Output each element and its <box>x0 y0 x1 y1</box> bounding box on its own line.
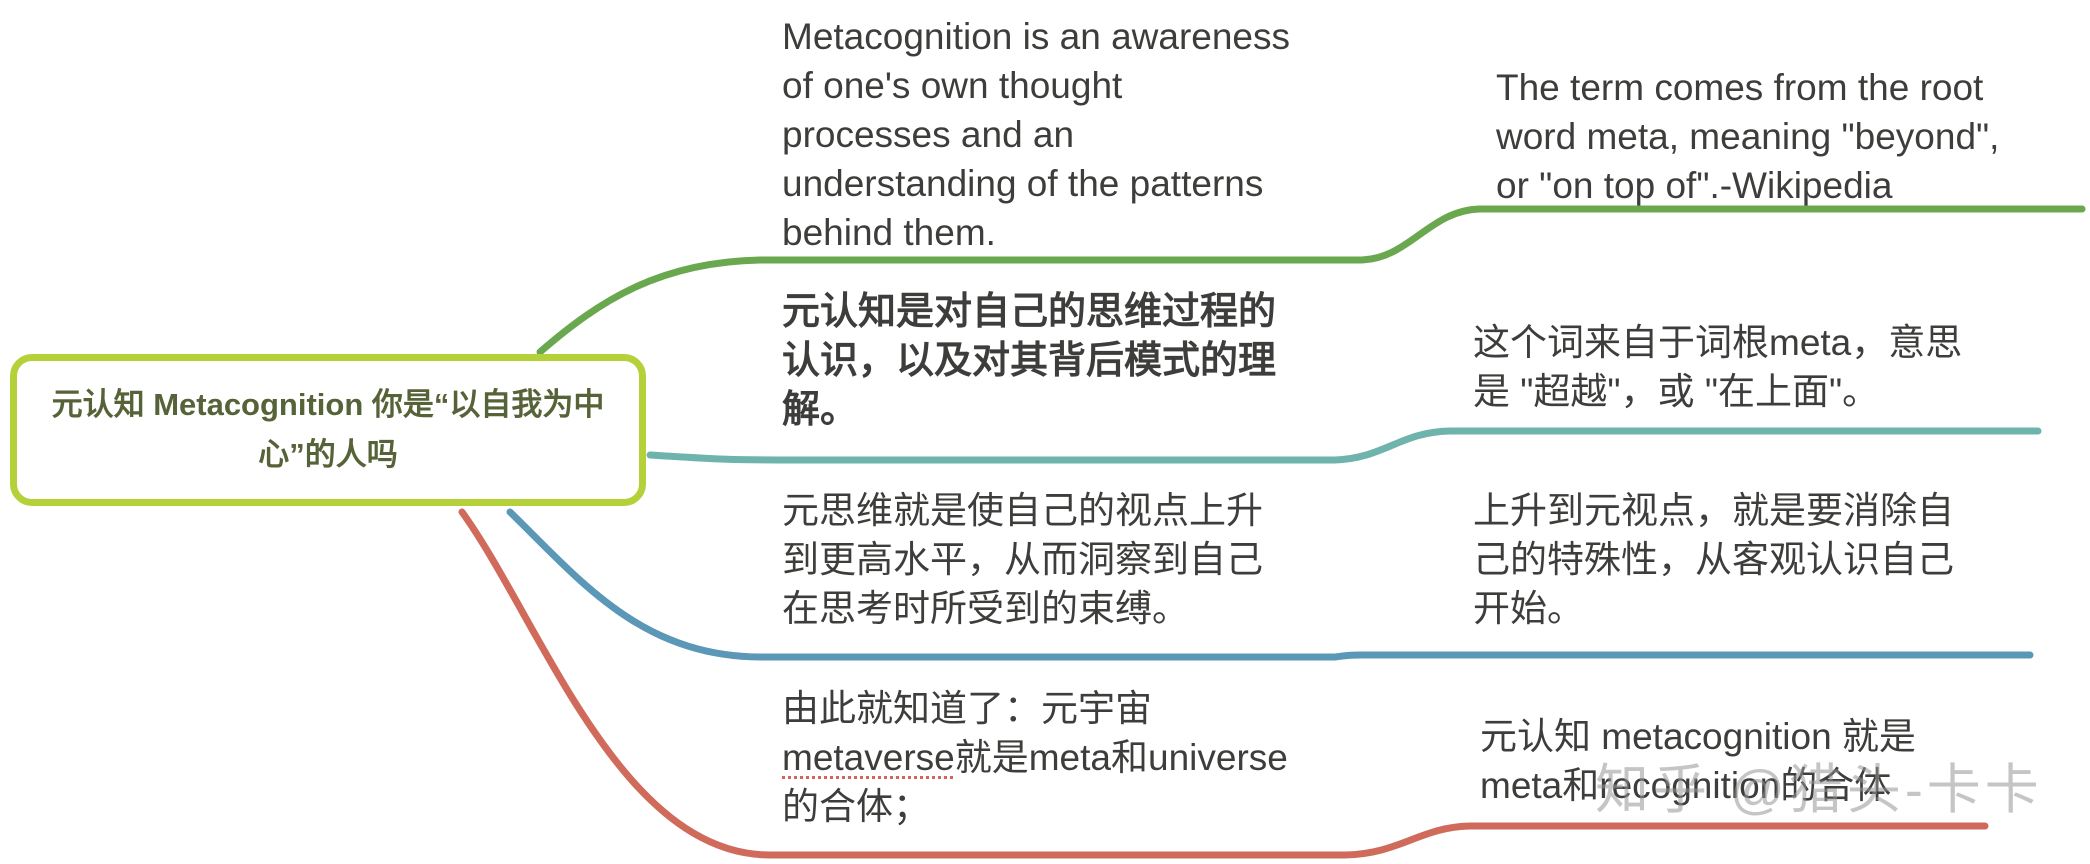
subtopic-term-origin-zh[interactable]: 这个词来自于词根meta，意思 是 "超越"，或 "在上面"。 <box>1473 322 1963 412</box>
metaverse-text-1: 由此就知道了：元宇宙 <box>782 688 1152 729</box>
watermark: 知乎 @猎头-卡卡 <box>1595 760 2043 820</box>
subtopic-metacognition-compound[interactable]: 元认知 metacognition 就是 meta和recognition的合体 <box>1480 716 1916 806</box>
branch-line-3 <box>506 508 2034 661</box>
subtopic-meta-viewpoint[interactable]: 上升到元视点，就是要消除自 己的特殊性，从客观认识自己 开始。 <box>1473 490 1954 629</box>
topic-metacognition-definition-en[interactable]: Metacognition is an awareness of one's o… <box>782 16 1291 253</box>
topic-metacognition-definition-zh[interactable]: 元认知是对自己的思维过程的 认识，以及对其背后模式的理 解。 <box>782 291 1277 431</box>
metaverse-spellcheck-word: metaverse <box>782 737 955 778</box>
metaverse-text-2: 就是meta和universe 的合体； <box>782 737 1288 827</box>
topic-metaverse[interactable]: 由此就知道了：元宇宙 metaverse就是meta和universe 的合体； <box>782 684 1288 831</box>
branch-line-2 <box>646 427 2042 464</box>
branch-line-4 <box>458 508 1989 859</box>
central-topic-title: 元认知 Metacognition 你是“以自我为中心”的人吗 <box>51 387 605 472</box>
subtopic-term-origin-en[interactable]: The term comes from the root word meta, … <box>1496 67 2000 206</box>
branch-line-1 <box>536 205 2086 356</box>
central-topic[interactable]: 元认知 Metacognition 你是“以自我为中心”的人吗 <box>10 354 646 506</box>
topic-meta-thinking[interactable]: 元思维就是使自己的视点上升 到更高水平，从而洞察到自己 在思考时所受到的束缚。 <box>782 490 1263 629</box>
